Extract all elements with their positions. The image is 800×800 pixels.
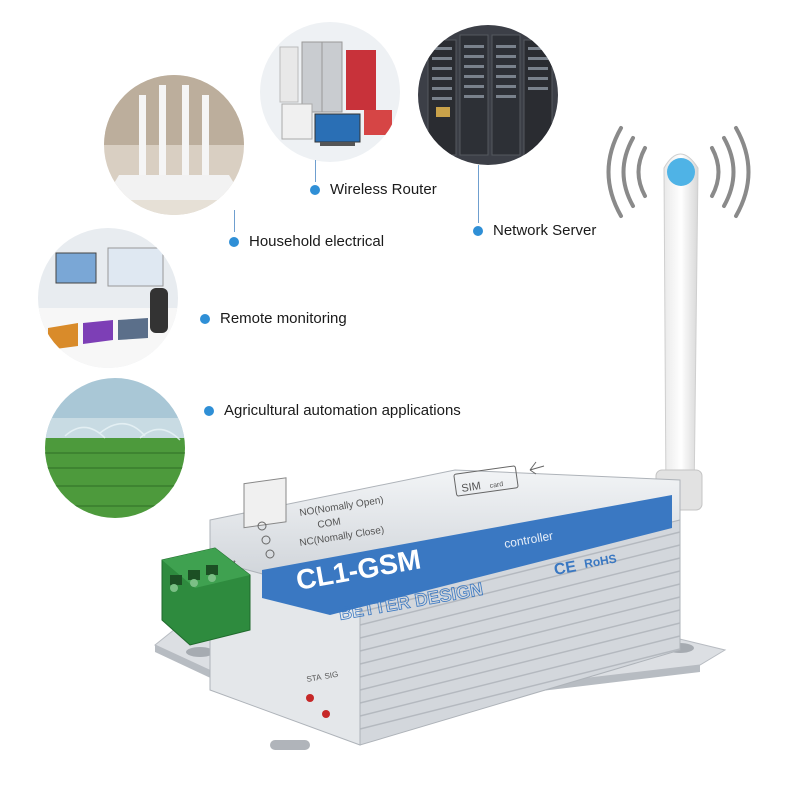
callout-agricultural: Agricultural automation applications: [204, 402, 461, 419]
sim-sub-label: card: [489, 481, 504, 490]
sta-led: [306, 694, 314, 702]
led-sig-label: SIG: [324, 670, 339, 681]
agricultural-label: Agricultural automation applications: [224, 402, 461, 419]
callout-network-server: Network Server: [473, 222, 596, 239]
callout-remote-monitoring: Remote monitoring: [200, 310, 347, 327]
server-racks-photo: [418, 25, 558, 165]
antenna: [655, 153, 703, 511]
bullet-dot: [229, 236, 239, 247]
remote-monitoring-label: Remote monitoring: [220, 310, 347, 327]
label-band: [262, 495, 672, 615]
led-sta-label: STA: [306, 672, 323, 684]
bullet-dot: [204, 405, 214, 416]
wireless-router-label: Wireless Router: [330, 181, 437, 198]
bullet-dot: [473, 225, 483, 236]
household-electrical-label: Household electrical: [249, 233, 385, 250]
signal-waves-icon: [606, 126, 751, 218]
sim-label: SIM: [461, 480, 482, 495]
network-server-label: Network Server: [493, 222, 597, 239]
bullet-dot: [200, 313, 210, 324]
terminal-com-label: COM: [317, 516, 342, 531]
callout-wireless-router: Wireless Router: [310, 181, 437, 198]
household-appliances-photo: [260, 22, 400, 162]
ce-mark: CE: [553, 558, 578, 579]
signal-dot: [667, 158, 695, 186]
rohs-mark: RoHS: [583, 551, 618, 570]
callout-household-electrical: Household electrical: [229, 233, 384, 250]
terminal-block: [161, 547, 251, 646]
router-connector: [315, 160, 316, 182]
bullet-dot: [310, 184, 320, 195]
household-connector: [234, 210, 235, 232]
sig-led: [322, 710, 330, 718]
server-connector: [478, 165, 479, 223]
